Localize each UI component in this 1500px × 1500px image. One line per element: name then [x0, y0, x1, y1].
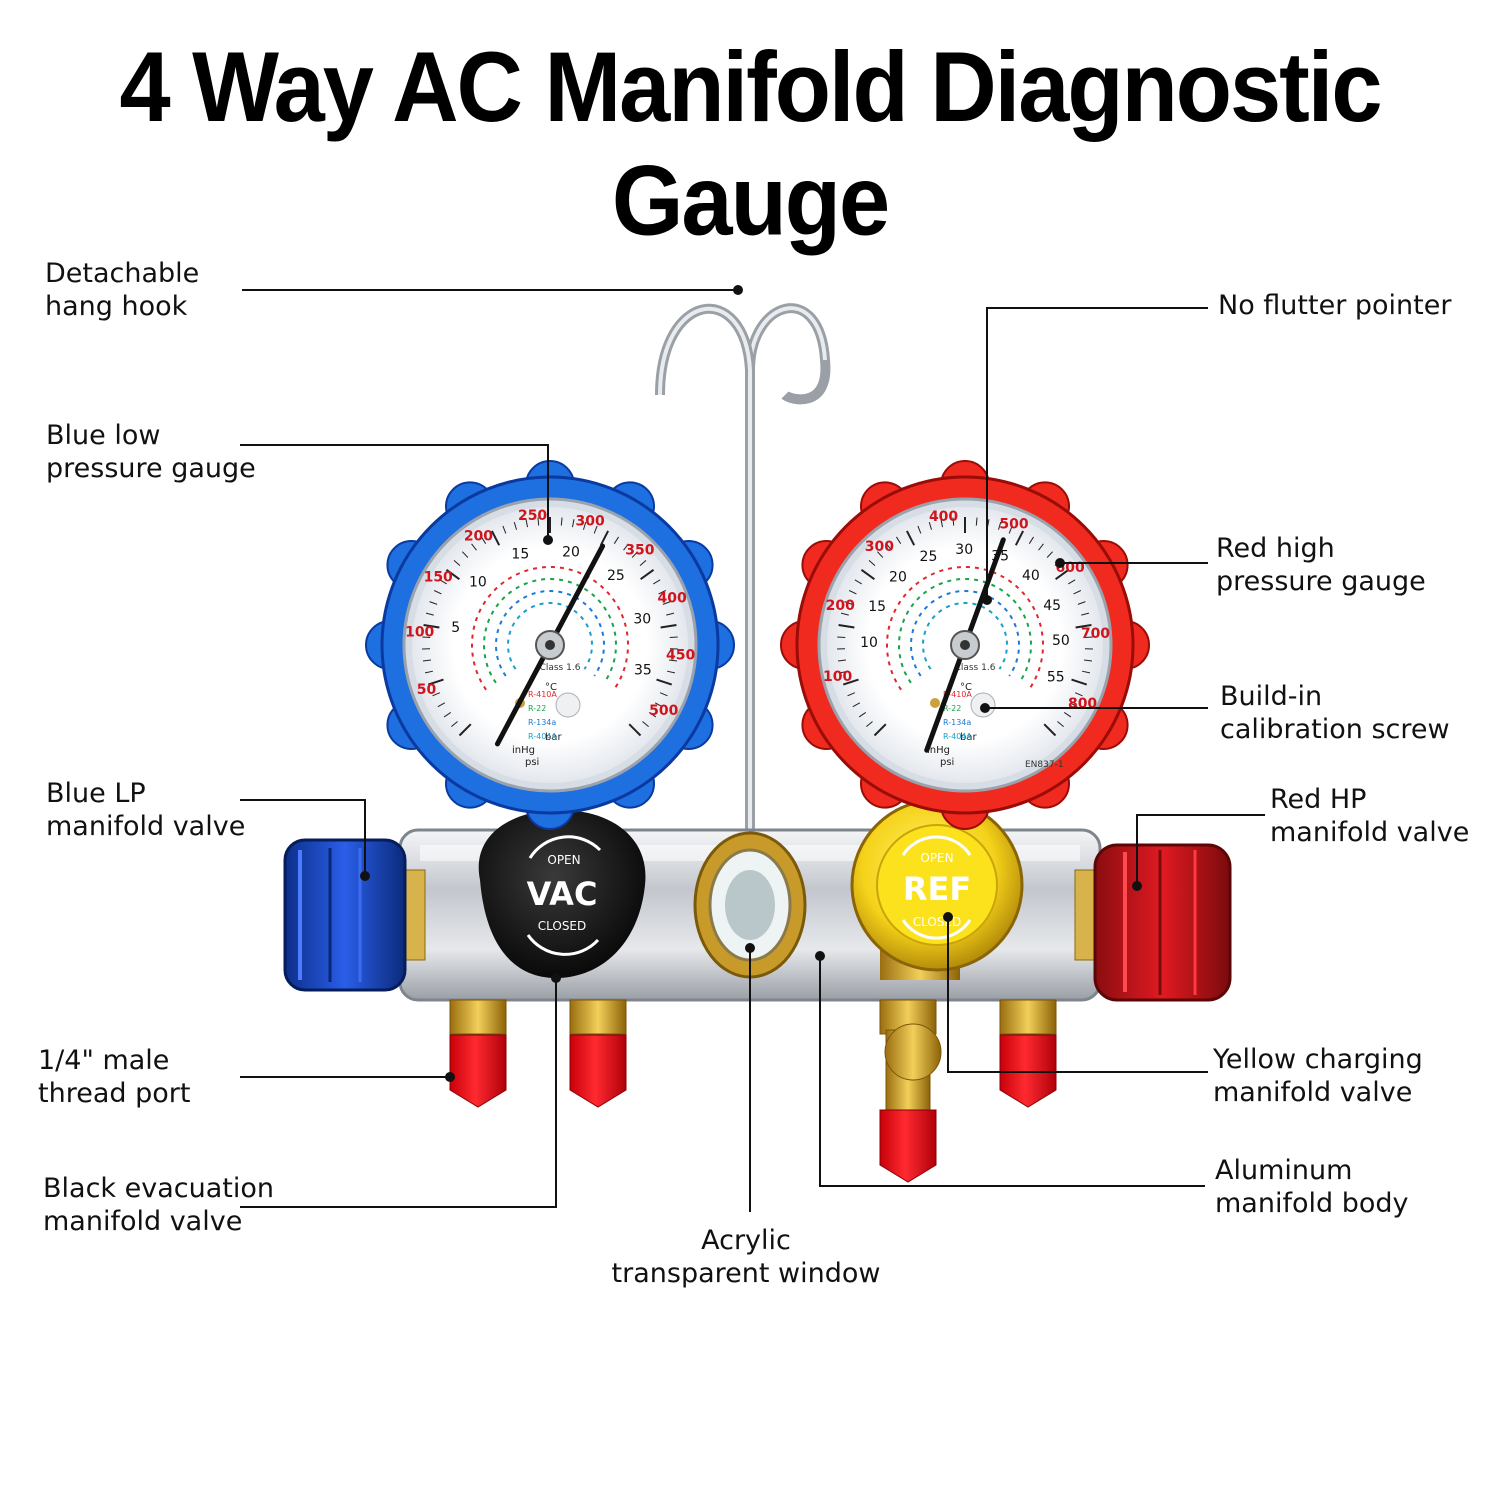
- psi-tick-label: 50: [417, 682, 437, 698]
- psi-tick-label: 200: [464, 528, 493, 544]
- low-pressure-gauge: 50 100 150 200 250 300 350 400 450 500 5 10 15 20 25 30…: [365, 460, 735, 830]
- bar-tick-label: 40: [1022, 568, 1040, 584]
- label-low-gauge: Blue low pressure gauge: [46, 420, 256, 484]
- leader-lines: [240, 289, 1265, 1212]
- gauge-unit-label: °C: [960, 682, 972, 693]
- vac-closed-text: CLOSED: [538, 919, 587, 933]
- vac-open-text: OPEN: [547, 853, 580, 867]
- bar-tick-label: 55: [1047, 669, 1065, 685]
- page-title: 4 Way AC Manifold Diagnostic Gauge: [119, 32, 1382, 257]
- gauge-standard-label: EN837-1: [1025, 760, 1064, 770]
- gauge-unit-label: inHg: [512, 745, 535, 756]
- psi-tick-label: 300: [865, 539, 894, 555]
- bar-tick-label: 20: [562, 544, 580, 560]
- psi-tick-label: 400: [929, 509, 958, 525]
- bar-tick-label: 30: [633, 612, 651, 628]
- ref-closed-text: CLOSED: [913, 915, 962, 929]
- ref-knob: OPEN REF CLOSED: [850, 798, 1024, 980]
- bar-tick-label: 20: [889, 569, 907, 585]
- thread-port: [449, 999, 507, 1108]
- label-flutter-pointer: No flutter pointer: [1218, 290, 1452, 321]
- psi-tick-label: 250: [518, 508, 547, 524]
- psi-tick-label: 200: [826, 598, 855, 614]
- refrigerant-label: R-410A: [528, 690, 557, 699]
- refrigerant-label: R-22: [943, 704, 961, 713]
- label-acrylic-window: Acrylic transparent window: [611, 1225, 881, 1289]
- psi-tick-label: 400: [657, 591, 686, 607]
- bar-tick-label: 15: [511, 547, 529, 563]
- gauge-class-text: Class 1.6: [540, 663, 581, 673]
- bar-tick-label: 35: [634, 662, 652, 678]
- psi-tick-label: 500: [649, 703, 678, 719]
- thread-port: [999, 999, 1057, 1108]
- thread-port: [879, 999, 942, 1183]
- refrigerant-label: R-410A: [943, 690, 972, 699]
- thread-port: [569, 999, 627, 1108]
- psi-tick-label: 300: [575, 513, 604, 529]
- bar-tick-label: 5: [451, 620, 460, 636]
- gauge-unit-label: bar: [545, 732, 562, 743]
- bar-tick-label: 10: [469, 575, 487, 591]
- bar-tick-label: 30: [955, 542, 973, 558]
- bar-tick-label: 25: [920, 549, 938, 565]
- gauge-class-text: Class 1.6: [955, 663, 996, 673]
- label-charging-valve: Yellow charging manifold valve: [1213, 1044, 1423, 1108]
- leader-dots: [360, 285, 1142, 1082]
- label-high-gauge: Red high pressure gauge: [1216, 533, 1426, 597]
- refrigerant-label: R-134a: [943, 718, 971, 727]
- label-thread-port: 1/4" male thread port: [38, 1045, 191, 1109]
- gauge-unit-label: bar: [960, 732, 977, 743]
- gauge-unit-label: °C: [545, 682, 557, 693]
- ref-open-text: OPEN: [920, 851, 953, 865]
- gauge-unit-label: psi: [940, 757, 954, 768]
- psi-tick-label: 100: [405, 624, 434, 640]
- blue-lp-valve: [283, 838, 426, 992]
- label-lp-valve: Blue LP manifold valve: [46, 778, 246, 842]
- refrigerant-label: R-134a: [528, 718, 556, 727]
- psi-tick-label: 150: [424, 570, 453, 586]
- label-hang-hook: Detachable hang hook: [45, 258, 200, 322]
- refrigerant-label: R-22: [528, 704, 546, 713]
- gauge-unit-label: psi: [525, 757, 539, 768]
- bar-tick-label: 10: [860, 635, 878, 651]
- bar-tick-label: 50: [1052, 633, 1070, 649]
- psi-tick-label: 700: [1081, 626, 1110, 642]
- psi-tick-label: 500: [999, 517, 1028, 533]
- refrigerant-label: R-404A: [528, 732, 557, 741]
- bar-tick-label: 25: [607, 568, 625, 584]
- ref-label: REF: [903, 870, 971, 908]
- calibration-screw: [555, 692, 581, 718]
- label-manifold-body: Aluminum manifold body: [1215, 1155, 1409, 1219]
- thread-ports: [449, 999, 1057, 1183]
- refrigerant-label: R-404A: [943, 732, 972, 741]
- label-calibration-screw: Build-in calibration screw: [1220, 681, 1450, 745]
- bar-tick-label: 15: [868, 599, 886, 615]
- psi-tick-label: 350: [625, 543, 654, 559]
- gauge-unit-label: inHg: [927, 745, 950, 756]
- vac-knob: OPEN VAC CLOSED: [478, 809, 646, 979]
- psi-tick-label: 450: [666, 648, 695, 664]
- vac-label: VAC: [527, 875, 598, 913]
- label-evac-valve: Black evacuation manifold valve: [43, 1173, 274, 1237]
- label-hp-valve: Red HP manifold valve: [1270, 784, 1470, 848]
- acrylic-window: [693, 831, 807, 979]
- psi-tick-label: 100: [823, 669, 852, 685]
- bar-tick-label: 45: [1043, 598, 1061, 614]
- red-hp-valve: [1074, 843, 1232, 1002]
- psi-tick-label: 800: [1068, 696, 1097, 712]
